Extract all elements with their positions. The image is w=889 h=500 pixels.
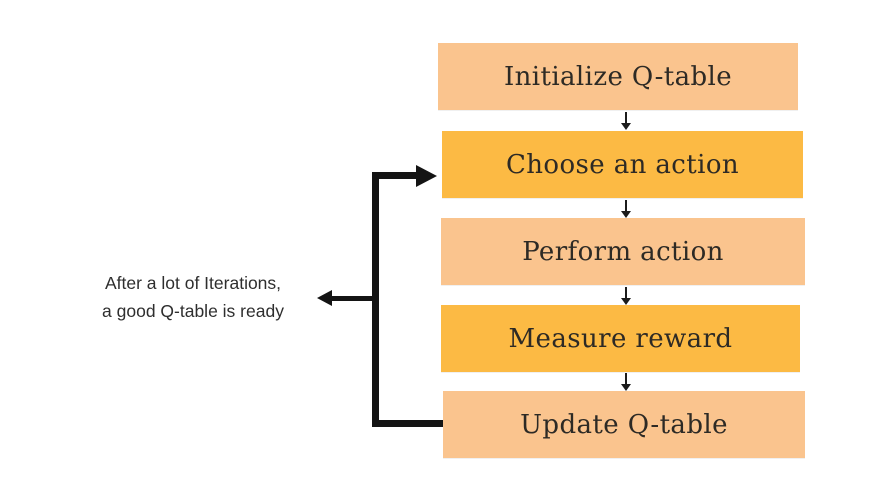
loop-arrow-vertical-line	[372, 172, 379, 427]
arrow-shaft	[625, 112, 627, 124]
arrow-head	[621, 298, 631, 305]
step-label: Choose an action	[505, 149, 740, 180]
loop-arrow-bottom-segment	[372, 420, 443, 427]
arrow-shaft	[625, 287, 627, 299]
annotation-line-1: After a lot of Iterations,	[104, 273, 282, 293]
step-box-choose-an-action: Choose an action	[442, 131, 803, 198]
annotation-line-2: a good Q-table is ready	[102, 301, 284, 321]
step-label: Measure reward	[508, 323, 733, 354]
step-box-measure-reward: Measure reward	[441, 305, 800, 372]
step-box-initialize-q-table: Initialize Q-table	[438, 43, 798, 110]
loop-arrow-right-arrowhead-icon	[416, 165, 437, 187]
step-box-perform-action: Perform action	[441, 218, 805, 285]
arrow-head	[621, 384, 631, 391]
down-arrow-icon	[620, 287, 632, 305]
down-arrow-icon	[620, 373, 632, 391]
loop-annotation: After a lot of Iterations, a good Q-tabl…	[68, 269, 318, 325]
step-box-update-q-table: Update Q-table	[443, 391, 805, 458]
left-arrow-shaft	[331, 296, 373, 301]
loop-arrow-top-segment	[372, 172, 418, 179]
step-label: Update Q-table	[520, 409, 728, 440]
left-arrow-icon	[317, 290, 332, 306]
step-label: Initialize Q-table	[503, 61, 733, 92]
arrow-shaft	[625, 373, 627, 385]
arrow-head	[621, 211, 631, 218]
step-label: Perform action	[522, 236, 724, 267]
arrow-head	[621, 123, 631, 130]
arrow-shaft	[625, 200, 627, 212]
down-arrow-icon	[620, 112, 632, 130]
down-arrow-icon	[620, 200, 632, 218]
